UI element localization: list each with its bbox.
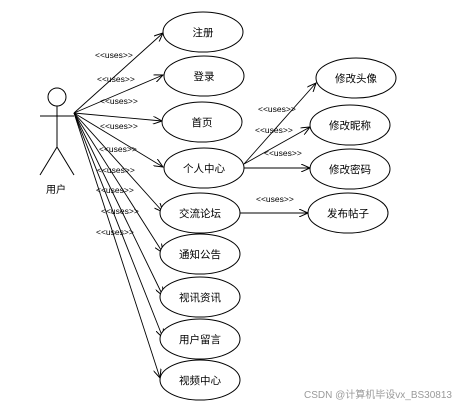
edge-nickname [243, 127, 310, 165]
use-case-register[interactable]: 注册 [162, 11, 244, 53]
use-case-label: 通知公告 [179, 248, 221, 261]
use-case-news[interactable]: 视讯资讯 [159, 276, 241, 318]
use-case-label: 视讯资讯 [179, 291, 221, 304]
use-case-post[interactable]: 发布帖子 [307, 192, 389, 234]
use-case-label: 视频中心 [179, 374, 221, 387]
use-case-personal[interactable]: 个人中心 [163, 147, 245, 189]
actor-right-leg [56, 146, 75, 176]
use-case-password[interactable]: 修改密码 [309, 148, 391, 190]
edge-login [73, 75, 163, 114]
relation-label: <<uses>> [96, 227, 134, 237]
actor-label: 用户 [46, 183, 66, 196]
use-case-notice[interactable]: 通知公告 [159, 233, 241, 275]
edge-message [73, 112, 163, 338]
use-case-nickname[interactable]: 修改昵称 [309, 104, 391, 146]
edge-forum [73, 112, 163, 212]
use-case-label: 登录 [194, 70, 215, 83]
watermark-text: CSDN @计算机毕设vx_BS30813 [304, 388, 452, 401]
relation-label: <<uses>> [95, 50, 133, 60]
use-case-label: 个人中心 [183, 162, 225, 175]
edge-home [73, 112, 162, 121]
relation-label: <<uses>> [97, 74, 135, 84]
relation-label: <<uses>> [256, 194, 294, 204]
relation-label: <<uses>> [97, 165, 135, 175]
use-case-home[interactable]: 首页 [161, 101, 243, 143]
use-case-message[interactable]: 用户留言 [159, 318, 241, 360]
sub-edges [240, 83, 316, 213]
relation-label: <<uses>> [264, 148, 302, 158]
use-case-video[interactable]: 视频中心 [159, 359, 241, 401]
use-case-label: 交流论坛 [179, 207, 221, 220]
relation-label: <<uses>> [101, 206, 139, 216]
relation-label: <<uses>> [99, 144, 137, 154]
relation-label: <<uses>> [258, 104, 296, 114]
use-case-label: 修改昵称 [329, 119, 371, 132]
relation-label: <<uses>> [255, 125, 293, 135]
edge-notice [73, 112, 163, 253]
edge-avatar [243, 83, 316, 165]
actor-left-leg [39, 146, 58, 176]
use-case-label: 用户留言 [179, 333, 221, 346]
use-case-label: 首页 [192, 116, 213, 129]
edge-news [73, 112, 163, 296]
use-case-label: 修改密码 [329, 163, 371, 176]
use-case-label: 发布帖子 [327, 207, 369, 220]
use-case-login[interactable]: 登录 [163, 55, 245, 97]
edge-video [73, 112, 160, 378]
relation-label: <<uses>> [100, 96, 138, 106]
use-case-label: 修改头像 [335, 72, 377, 85]
relation-labels: <<uses>> <<uses>> <<uses>> <<uses>> <<us… [95, 50, 302, 237]
relation-label: <<uses>> [96, 185, 134, 195]
relation-label: <<uses>> [100, 121, 138, 131]
edge-personal [73, 112, 163, 167]
actor-user: 用户 [39, 87, 75, 196]
use-case-label: 注册 [193, 26, 214, 39]
use-case-avatar[interactable]: 修改头像 [315, 57, 397, 99]
actor-edges [73, 33, 163, 378]
use-case-forum[interactable]: 交流论坛 [159, 192, 241, 234]
edge-register [73, 33, 163, 114]
actor-head [47, 87, 67, 107]
